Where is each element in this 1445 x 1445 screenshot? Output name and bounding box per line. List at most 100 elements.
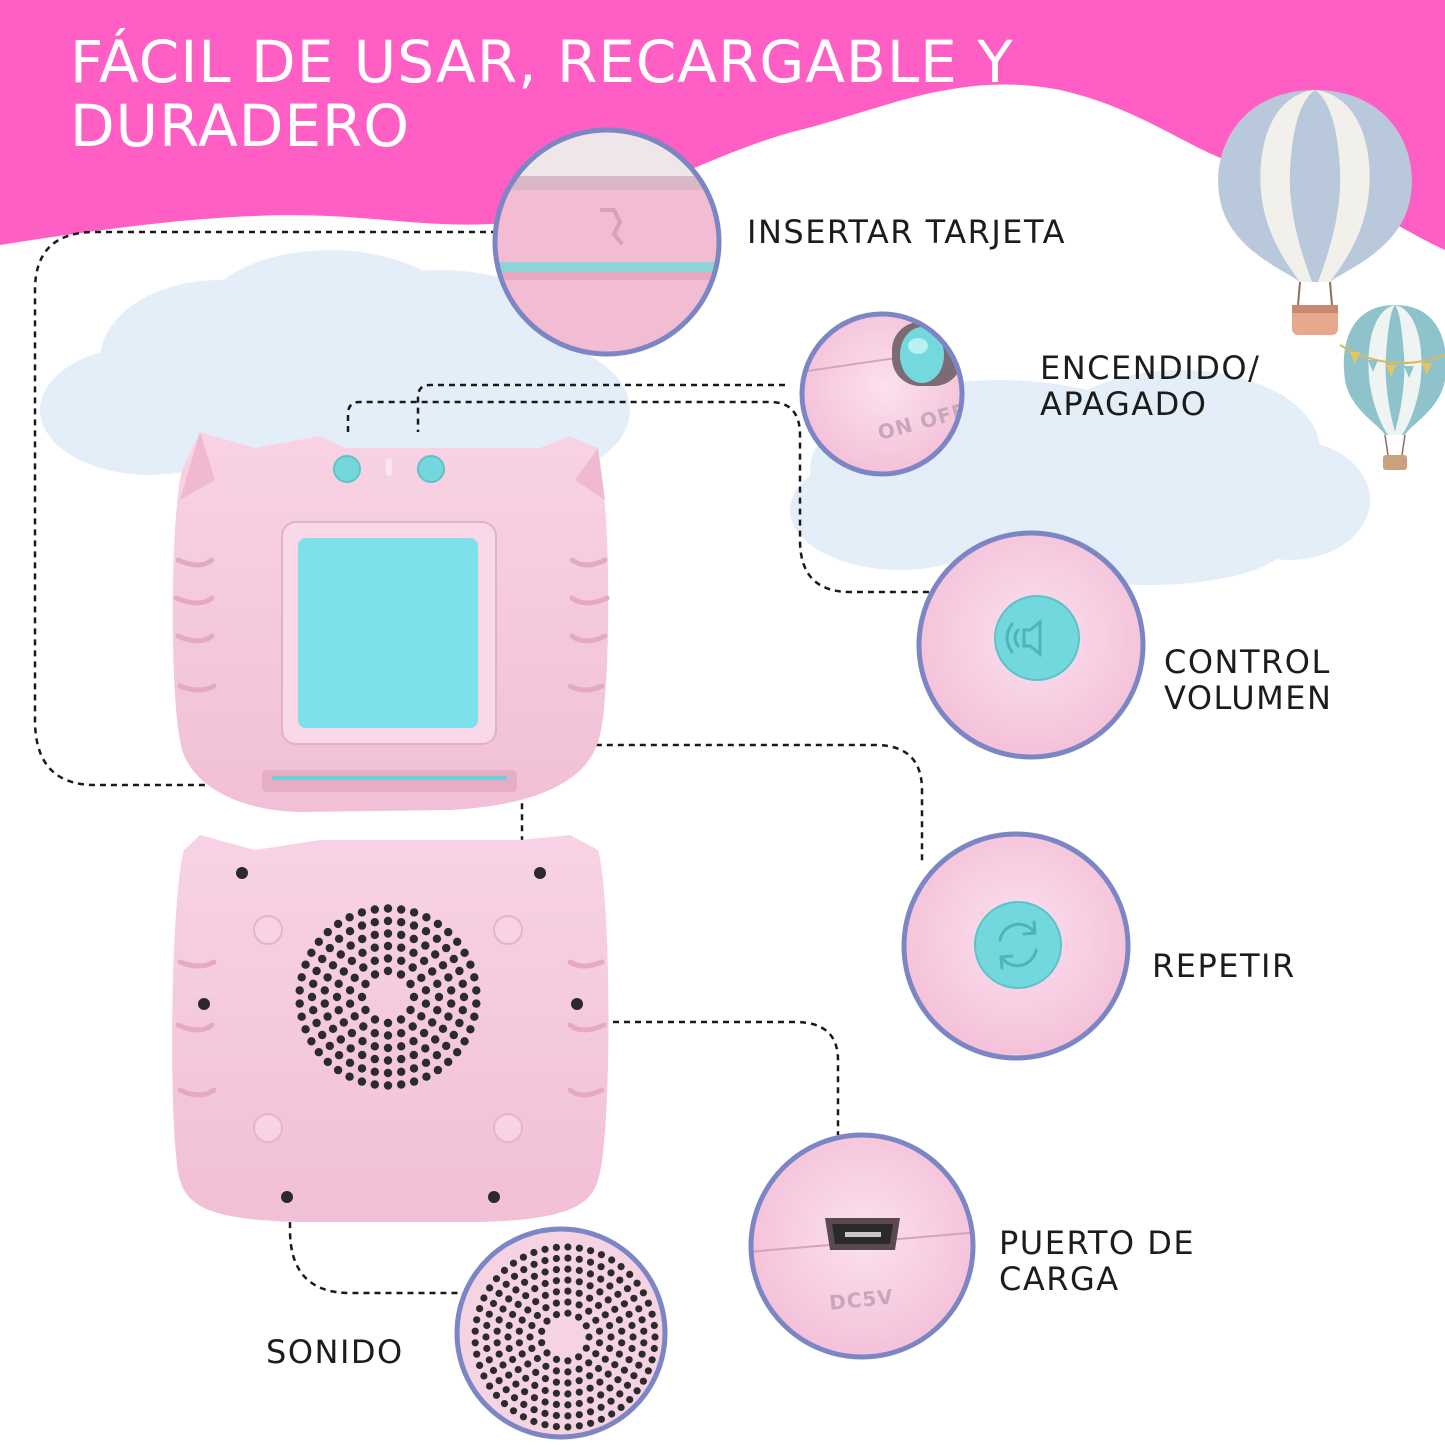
speaker-hole (640, 1327, 648, 1335)
speaker-hole (453, 937, 462, 946)
speaker-hole (358, 948, 367, 957)
speaker-hole (328, 961, 338, 970)
speaker-hole (608, 1256, 616, 1264)
speaker-hole (504, 1333, 512, 1341)
speaker-hole (334, 979, 343, 988)
speaker-hole (607, 1333, 615, 1341)
label-volume-line-2: VOLUMEN (1164, 679, 1333, 717)
speaker-hole (633, 1387, 641, 1395)
speaker-hole (586, 1270, 595, 1278)
speaker-hole (397, 918, 406, 927)
speaker-hole (447, 986, 456, 995)
speaker-hole (370, 943, 379, 952)
speaker-hole (486, 1284, 494, 1292)
speaker-hole (396, 970, 406, 979)
speaker-grille-zoom (471, 1243, 659, 1431)
speaker-hole (564, 1379, 572, 1387)
speaker-hole (432, 1051, 442, 1060)
repeat-icon (998, 920, 1038, 970)
speaker-hole (533, 1354, 542, 1363)
speaker-hole (309, 979, 318, 988)
speaker-hole (575, 1289, 583, 1297)
speaker-hole (564, 1298, 572, 1306)
label-power-line-2: APAGADO (1040, 385, 1208, 423)
speaker-hole (585, 1359, 593, 1367)
speaker-hole (626, 1270, 634, 1278)
speaker-hole (552, 1288, 561, 1296)
speaker-hole (357, 992, 367, 1002)
speaker-hole (522, 1292, 530, 1300)
speaker-hole (336, 1035, 345, 1044)
speaker-hole (471, 1339, 479, 1347)
speaker-hole (486, 1382, 494, 1390)
speaker-hole (616, 1390, 624, 1398)
speaker-hole (397, 1080, 406, 1089)
speaker-hole (552, 1266, 561, 1274)
speaker-hole (409, 992, 419, 1002)
speaker-hole (334, 1051, 344, 1060)
speaker-hole (397, 1067, 406, 1077)
speaker-hole (650, 1344, 658, 1353)
speaker-hole (458, 979, 467, 988)
label-volume-line-1: CONTROL (1164, 643, 1331, 681)
speaker-hole (575, 1377, 583, 1385)
speaker-hole (460, 948, 469, 957)
speaker-hole (370, 1080, 379, 1089)
speaker-hole (433, 979, 442, 988)
speaker-hole (432, 934, 442, 943)
speaker-hole (509, 1259, 518, 1267)
speaker-hole (408, 1022, 417, 1031)
speaker-hole (521, 1278, 529, 1286)
speaker-hole (596, 1378, 604, 1386)
speaker-hole (482, 1333, 490, 1341)
volume-button-front (333, 455, 361, 483)
speaker-hole (472, 999, 481, 1008)
speaker-hole (611, 1361, 619, 1369)
speaker-hole (444, 927, 453, 937)
speaker-hole (638, 1350, 646, 1358)
speaker-hole (606, 1344, 614, 1352)
speaker-hole (530, 1272, 539, 1280)
speaker-hole (638, 1316, 646, 1324)
speaker-hole (483, 1344, 491, 1353)
speaker-hole (597, 1415, 606, 1423)
speaker-hole (483, 1321, 491, 1330)
speaker-hole (476, 1361, 484, 1369)
speaker-hole (530, 1394, 539, 1402)
speaker-hole (543, 1317, 551, 1325)
label-insert-card: INSERTAR TARJETA (747, 214, 1066, 250)
title-line-2: DURADERO (70, 92, 410, 160)
speaker-hole (370, 1067, 379, 1077)
speaker-hole (328, 1024, 338, 1034)
speaker-hole (575, 1278, 583, 1286)
speaker-hole (522, 1374, 530, 1382)
speaker-hole (347, 956, 357, 966)
speaker-hole (346, 941, 355, 950)
speaker-hole (357, 1064, 367, 1073)
speaker-hole (370, 905, 379, 914)
speaker-hole (383, 1018, 393, 1028)
speaker-hole (297, 1012, 306, 1021)
speaker-hole (438, 1024, 448, 1034)
label-sound: SONIDO (266, 1334, 404, 1370)
speaker-hole (518, 1316, 526, 1324)
speaker-hole (502, 1280, 510, 1288)
speaker-hole (650, 1321, 658, 1330)
speaker-hole (417, 1012, 426, 1021)
label-repeat: REPETIR (1152, 948, 1296, 984)
speaker-hole (518, 1350, 526, 1358)
speaker-hole (438, 961, 448, 970)
speaker-hole (397, 1042, 406, 1051)
speaker-hole (586, 1294, 594, 1302)
speaker-hole (480, 1294, 488, 1302)
speaker-hole (499, 1305, 507, 1313)
speaker-hole (455, 966, 464, 976)
speaker-hole (597, 1251, 606, 1259)
speaker-hole (552, 1423, 561, 1431)
speaker-hole (444, 1057, 453, 1067)
speaker-hole (575, 1301, 583, 1309)
speaker-hole (434, 992, 444, 1002)
speaker-hole (471, 1327, 479, 1335)
speaker-hole (526, 1333, 534, 1341)
